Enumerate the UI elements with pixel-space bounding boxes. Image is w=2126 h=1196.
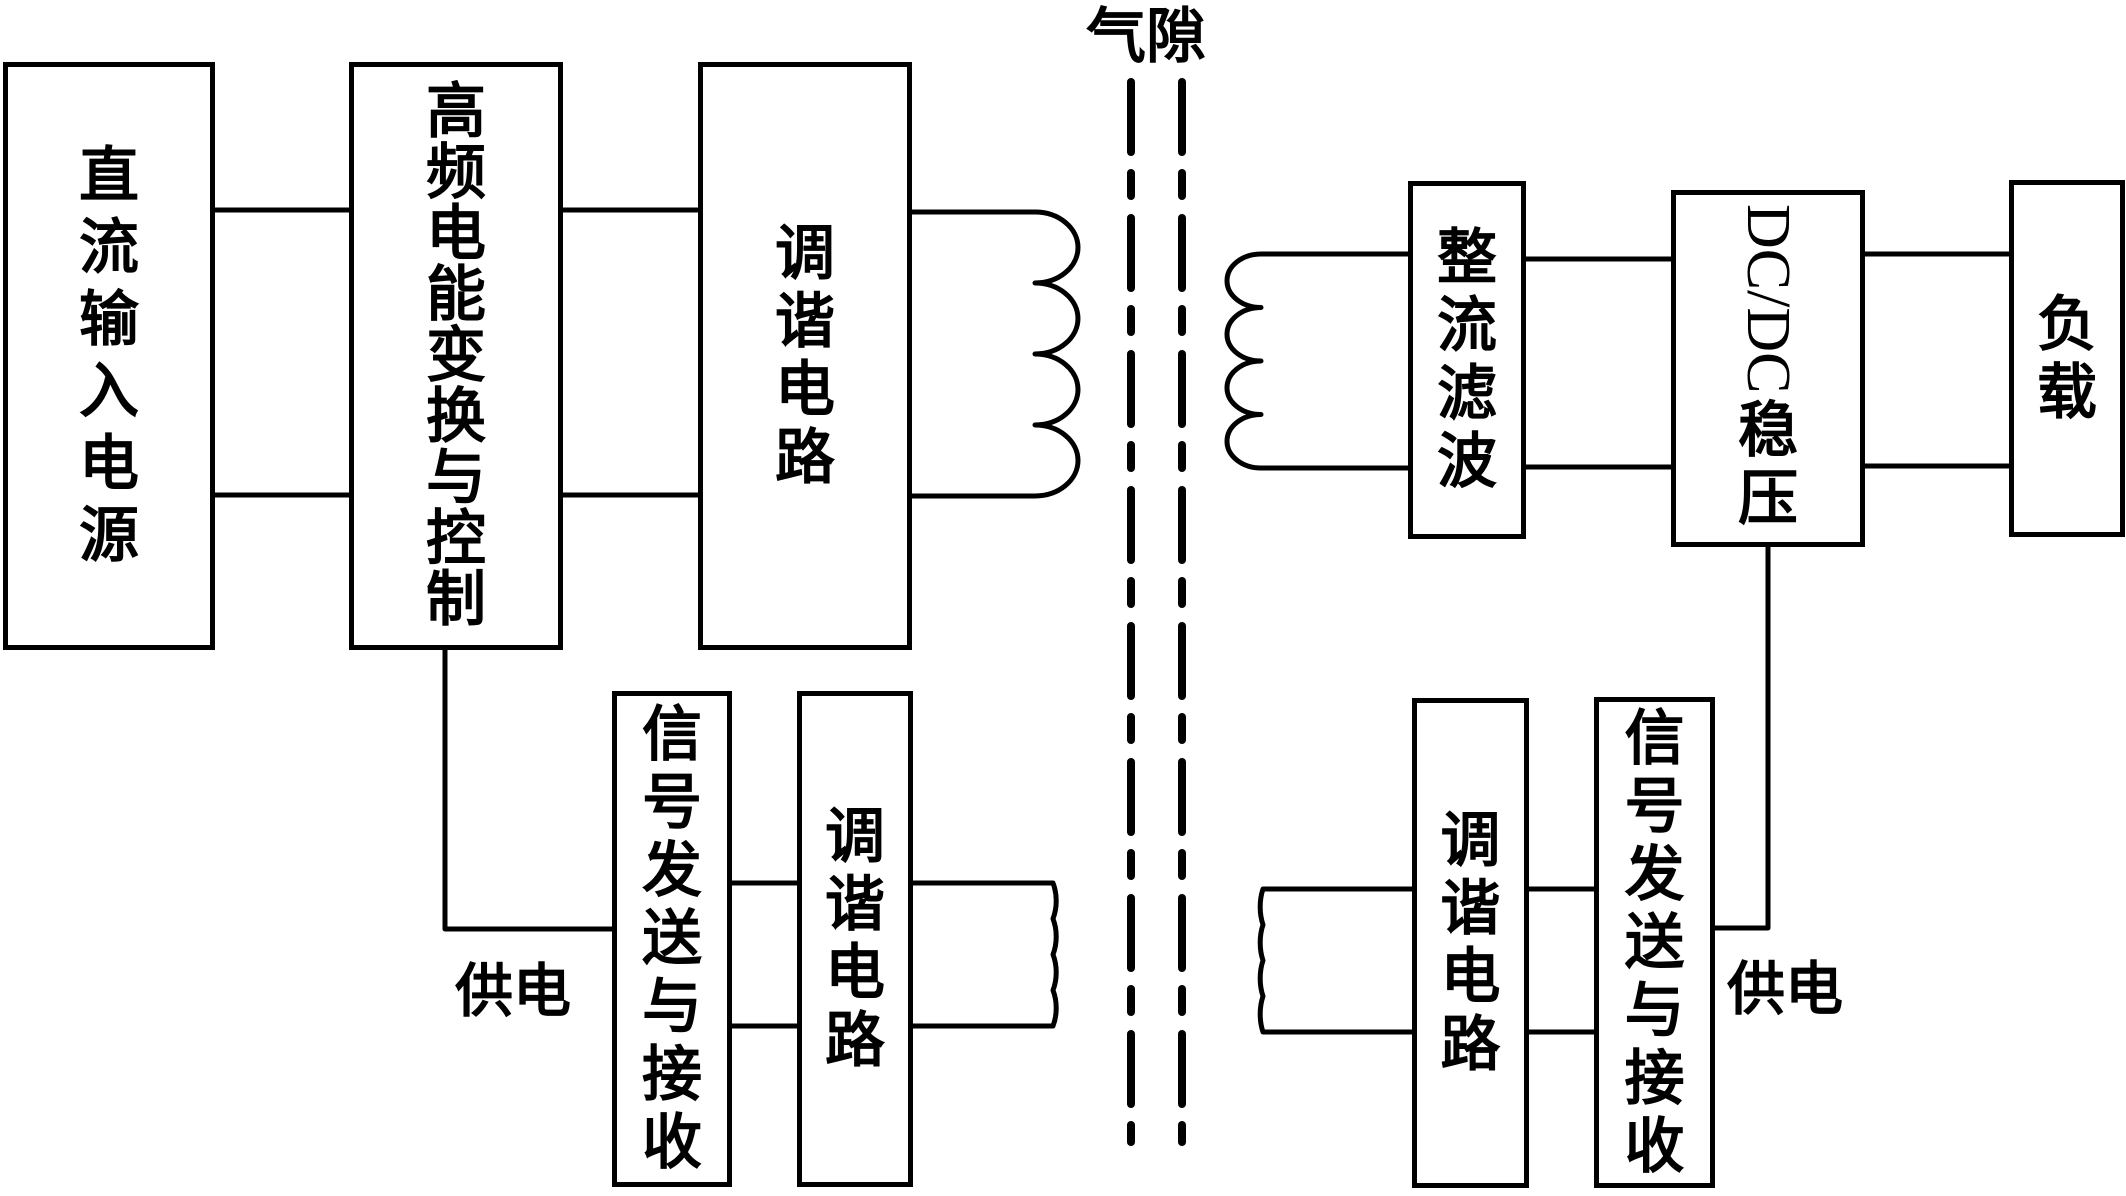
signal-transceiver-rx-block: 信号发送与接收 [1594, 697, 1715, 1188]
signal-tuning-rx-label: 调谐电路 [1441, 807, 1501, 1079]
signal-tuning-tx-block: 调谐电路 [797, 691, 913, 1187]
label-char: 电 [79, 429, 139, 499]
label-char: 入 [79, 357, 139, 427]
air-gap-label: 气隙 [1086, 2, 1206, 72]
label-char: 换 [426, 381, 486, 452]
signal-tuning-rx-block: 调谐电路 [1412, 698, 1529, 1188]
label-char: 流 [79, 213, 139, 283]
label-char: 信 [1624, 703, 1685, 774]
label-char: 收 [1624, 1111, 1685, 1182]
label-char: 与 [426, 442, 486, 513]
dc-source-label: 直流输入电源 [79, 140, 139, 572]
label-char: 流 [1437, 291, 1497, 361]
label-char: 控 [426, 503, 486, 574]
label-char: 谐 [1440, 874, 1501, 944]
label-char: 滤 [1437, 359, 1497, 429]
label-char: 信 [642, 700, 702, 770]
load-label: 负载 [2037, 291, 2097, 427]
signal-transceiver-tx-block: 信号发送与接收 [612, 691, 732, 1187]
signal-transceiver-tx-label: 信号发送与接收 [642, 701, 702, 1177]
label-char: 送 [1624, 907, 1685, 978]
hf-converter-label: 高频电能变换与控制 [426, 76, 486, 635]
label-char: 谐 [825, 870, 885, 940]
load-block: 负载 [2009, 180, 2125, 537]
label-char: 送 [642, 904, 702, 974]
label-char: 路 [825, 1006, 885, 1076]
rectifier-filter-block: 整流滤波 [1408, 181, 1526, 539]
label-char: 载 [2037, 357, 2097, 428]
label-char: 制 [426, 564, 486, 635]
label-char: 输 [79, 285, 139, 355]
label-char: 电 [1440, 942, 1501, 1012]
dcdc-cjk-text: 稳压 [1738, 397, 1798, 533]
label-char: 发 [1624, 839, 1685, 910]
tuning-circuit-tx-block: 调谐电路 [698, 62, 912, 650]
label-char: 号 [1624, 771, 1685, 842]
label-char: 频 [426, 137, 486, 208]
dc-source-block: 直流输入电源 [3, 62, 215, 650]
signal-coil-tx [908, 880, 1059, 1029]
power-supply-label-right: 供电 [1727, 955, 1844, 1023]
label-char: 路 [1440, 1010, 1501, 1080]
label-char: 接 [642, 1040, 702, 1110]
label-char: 高 [426, 76, 486, 147]
dcdc-regulator-label: DC/DC 稳压 [1734, 203, 1802, 533]
label-char: 源 [79, 501, 139, 571]
label-char: 与 [642, 972, 702, 1042]
label-char: 整 [1437, 223, 1497, 293]
label-char: 稳 [1738, 396, 1798, 467]
label-char: 谐 [775, 287, 835, 357]
label-char: 变 [426, 320, 486, 391]
signal-transceiver-rx-label: 信号发送与接收 [1625, 705, 1685, 1181]
label-char: 直 [79, 141, 139, 211]
signal-coil-rx [1257, 886, 1417, 1035]
label-char: 接 [1624, 1043, 1685, 1114]
label-char: 波 [1437, 427, 1497, 497]
signal-tuning-tx-label: 调谐电路 [825, 803, 885, 1075]
label-char: 调 [1440, 806, 1501, 876]
hf-converter-block: 高频电能变换与控制 [349, 62, 563, 650]
wire-supply-right [1710, 542, 1771, 931]
wire-supply-left [442, 646, 617, 932]
label-char: 负 [2037, 289, 2097, 360]
rectifier-filter-label: 整流滤波 [1437, 224, 1497, 496]
label-char: 调 [775, 219, 835, 289]
label-char: 压 [1738, 464, 1798, 535]
label-char: 能 [426, 259, 486, 330]
label-char: 收 [642, 1108, 702, 1178]
label-char: 电 [775, 355, 835, 425]
label-char: 发 [642, 836, 702, 906]
label-char: 与 [1624, 975, 1685, 1046]
secondary-coil [1224, 251, 1413, 471]
dcdc-regulator-block: DC/DC 稳压 [1671, 190, 1865, 547]
tuning-circuit-tx-label: 调谐电路 [775, 220, 835, 492]
label-char: 路 [775, 423, 835, 493]
label-char: 调 [825, 802, 885, 872]
label-char: 电 [426, 198, 486, 269]
label-char: 电 [825, 938, 885, 1008]
power-supply-label-left: 供电 [455, 957, 572, 1025]
primary-coil [907, 209, 1081, 499]
dcdc-latin-text: DC/DC [1734, 203, 1802, 394]
label-char: 号 [642, 768, 702, 838]
